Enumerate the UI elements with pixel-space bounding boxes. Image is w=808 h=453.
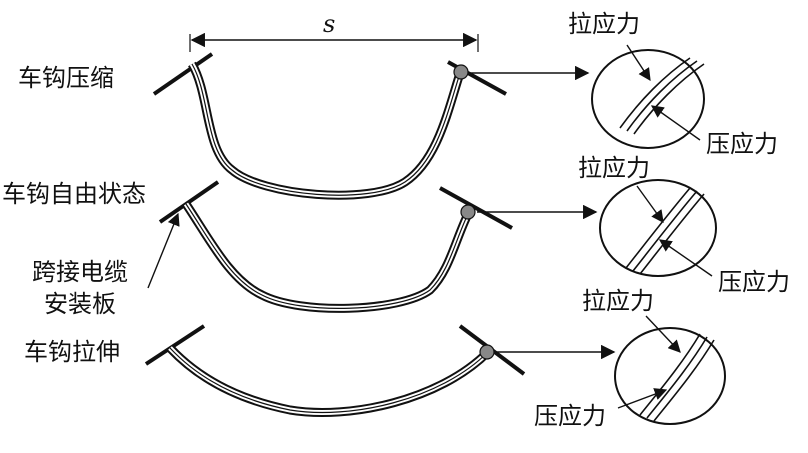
detail-fiber bbox=[646, 336, 708, 419]
cable-body bbox=[188, 61, 466, 200]
state-label-compression: 车钩压缩 bbox=[18, 64, 114, 92]
detail-fiber bbox=[639, 333, 701, 416]
mounting-plate-right bbox=[439, 186, 513, 230]
joint-marker bbox=[479, 344, 495, 360]
detail-ellipse bbox=[591, 49, 705, 149]
compression-pointer bbox=[617, 388, 668, 409]
detail-fiber bbox=[639, 193, 705, 275]
detail-fiber bbox=[625, 187, 691, 269]
detail-fiber bbox=[633, 63, 705, 135]
compression-label: 压应力 bbox=[718, 268, 790, 296]
state-label-tension: 车钩拉伸 bbox=[24, 338, 120, 366]
compression-label: 压应力 bbox=[534, 402, 606, 430]
component-label-line2: 安装板 bbox=[44, 290, 116, 318]
tension-pointer bbox=[626, 44, 651, 82]
compression-pointer bbox=[650, 105, 701, 141]
cable-free bbox=[147, 179, 717, 313]
cable-body bbox=[166, 344, 492, 417]
tension-pointer bbox=[645, 315, 681, 353]
compression-label: 压应力 bbox=[706, 130, 778, 158]
detail-fiber bbox=[653, 339, 715, 422]
cable-center-line bbox=[185, 203, 470, 309]
component-label-line1: 跨接电缆 bbox=[32, 258, 128, 286]
detail-fiber bbox=[626, 60, 698, 132]
joint-marker bbox=[453, 64, 469, 80]
detail-fiber bbox=[619, 57, 691, 129]
state-label-free: 车钩自由状态 bbox=[2, 180, 146, 208]
joint-marker bbox=[460, 204, 476, 220]
tension-label: 拉应力 bbox=[582, 287, 654, 315]
tension-label: 拉应力 bbox=[578, 154, 650, 182]
cable-center-line bbox=[169, 347, 489, 414]
detail-fiber bbox=[632, 190, 698, 272]
cable-tension bbox=[144, 315, 726, 425]
cable-compression bbox=[152, 44, 705, 200]
tension-label: 拉应力 bbox=[568, 10, 640, 38]
compression-pointer bbox=[658, 239, 713, 277]
mounting-plate-left bbox=[152, 52, 214, 96]
dimension-s bbox=[189, 32, 479, 52]
dimension-label: s bbox=[323, 10, 336, 38]
cable-center-line bbox=[191, 63, 462, 196]
tension-pointer bbox=[636, 185, 664, 224]
mounting-plate-left bbox=[144, 324, 206, 366]
component-pointer bbox=[147, 212, 180, 289]
